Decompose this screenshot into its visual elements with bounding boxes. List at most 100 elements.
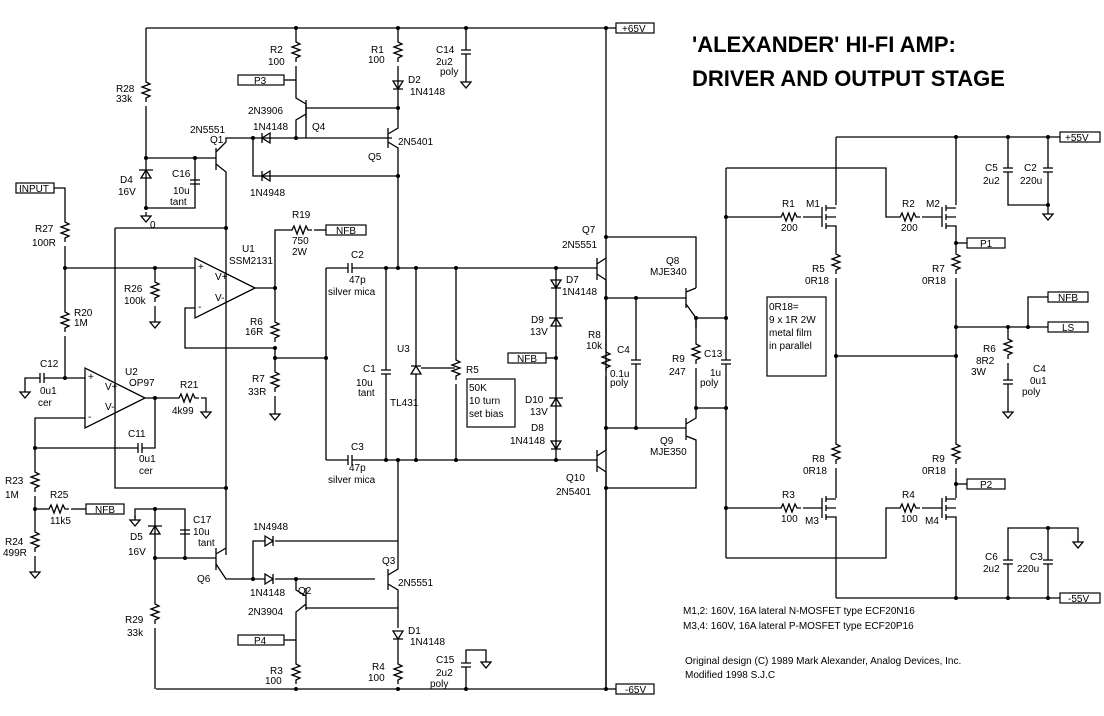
u2-value: OP97	[129, 378, 155, 389]
ground-icon	[480, 657, 492, 669]
r27-label: R27	[35, 224, 54, 235]
out-r7-label: R7	[932, 264, 945, 275]
c13-label: C13	[704, 349, 723, 360]
port-ls-label: LS	[1062, 323, 1075, 334]
note-modified: Modified 1998 S.J.C	[685, 670, 775, 681]
diode-q4b-value: 1N4948	[250, 188, 285, 199]
diode-d7-icon	[549, 279, 563, 290]
tl431-u3-icon	[409, 268, 455, 460]
c12-type: cer	[38, 398, 53, 409]
r5-note-box	[466, 378, 516, 428]
resistor-out-r4	[895, 503, 921, 513]
out-c2-label: C2	[1024, 163, 1037, 174]
diode-1n4948-icon	[252, 534, 398, 579]
out-note-line-4: in parallel	[769, 341, 812, 352]
c4-type: poly	[610, 378, 628, 389]
r3-label: R3	[270, 666, 283, 677]
out-r6-value: 8R2	[976, 356, 995, 367]
r20-label: R20	[74, 308, 93, 319]
c1-value: 10u	[356, 378, 373, 389]
rail-plus65: +65V	[146, 22, 655, 35]
mosfet-m1	[803, 205, 837, 250]
r24-value: 499R	[3, 548, 27, 559]
r19-label: R19	[292, 210, 311, 221]
r29-label: R29	[125, 615, 144, 626]
c4-label: C4	[617, 345, 630, 356]
c2-label: C2	[351, 250, 364, 261]
port-ls[interactable]	[1047, 321, 1089, 333]
resistor-r25	[44, 504, 70, 514]
resistor-r7	[270, 367, 280, 393]
out-r1-label: R1	[782, 199, 795, 210]
out-c3-label: C3	[1030, 552, 1043, 563]
r5-value: 50K	[469, 383, 487, 394]
out-note-line-1: 0R18=	[769, 302, 799, 313]
resistor-r3	[291, 659, 301, 685]
u1-vplus: V+	[215, 272, 228, 283]
resistor-r4	[393, 659, 403, 685]
ground-icon	[29, 567, 41, 579]
out-r1-value: 200	[781, 223, 798, 234]
out-r5-label: R5	[812, 264, 825, 275]
diode-1n4948-icon	[252, 138, 398, 183]
note-credit: Original design (C) 1989 Mark Alexander,…	[685, 656, 961, 667]
out-r3-label: R3	[782, 490, 795, 501]
resistor-r27	[60, 217, 70, 243]
c3-value: 47p	[349, 463, 366, 474]
ground-icon	[1002, 407, 1014, 419]
r23-label: R23	[5, 476, 24, 487]
ground-icon	[129, 515, 141, 527]
port-plus55-label: +55V	[1065, 133, 1089, 144]
q4-value: 2N3906	[248, 106, 283, 117]
mosfet-m3	[803, 496, 837, 598]
r4-label: R4	[372, 662, 385, 673]
r23-value: 1M	[5, 490, 19, 501]
out-r5-value: 0R18	[805, 276, 829, 287]
transistor-q4	[295, 100, 398, 138]
c2-type: silver mica	[328, 287, 376, 298]
transistor-q10	[596, 428, 607, 689]
u2-minus: -	[88, 412, 91, 423]
out-r2-value: 200	[901, 223, 918, 234]
r5-note-2: set bias	[469, 409, 503, 420]
resistor-r6	[270, 317, 280, 343]
out-c5-value: 2u2	[983, 176, 1000, 187]
ground-icon	[19, 387, 31, 399]
d10-label: D10	[525, 395, 544, 406]
port-p4-label: P4	[254, 636, 267, 647]
port-p2-label: P2	[980, 480, 993, 491]
d4-label: D4	[120, 175, 133, 186]
gnd-label: 0	[150, 220, 156, 231]
q8-label: Q8	[666, 256, 680, 267]
d8-value: 1N4148	[510, 436, 545, 447]
r4-value: 100	[368, 673, 385, 684]
resistor-r9	[691, 339, 701, 365]
resistor-out-r2	[895, 212, 921, 222]
r6-value: 16R	[245, 327, 263, 338]
c1-type: tant	[358, 388, 375, 399]
c15-label: C15	[436, 655, 455, 666]
r21-label: R21	[180, 380, 199, 391]
u2-plus: +	[88, 372, 94, 383]
out-r3-value: 100	[781, 514, 798, 525]
resistor-out-r6	[1003, 334, 1013, 360]
port-nfb-label: NFB	[336, 226, 356, 237]
port-nfb-out	[1047, 291, 1089, 303]
zener-d10-icon	[549, 396, 563, 407]
out-r9-label: R9	[932, 454, 945, 465]
transistor-q5	[387, 108, 399, 268]
port-minus55-label: -55V	[1068, 594, 1089, 605]
diode-q2b-value: 1N4948	[253, 522, 288, 533]
c12-value: 0u1	[40, 386, 57, 397]
resistor-r2	[291, 37, 301, 63]
out-r6-rating: 3W	[971, 367, 987, 378]
out-note-line-3: metal film	[769, 328, 812, 339]
out-c3-value: 220u	[1017, 564, 1039, 575]
u2-vplus: V+	[105, 382, 118, 393]
title-line-2: DRIVER AND OUTPUT STAGE	[692, 66, 1005, 91]
r21-value: 4k99	[172, 406, 194, 417]
port-nfb-label: NFB	[95, 505, 115, 516]
u3-value: TL431	[390, 398, 419, 409]
q3-value: 2N5551	[398, 578, 433, 589]
d4-value: 16V	[118, 187, 136, 198]
